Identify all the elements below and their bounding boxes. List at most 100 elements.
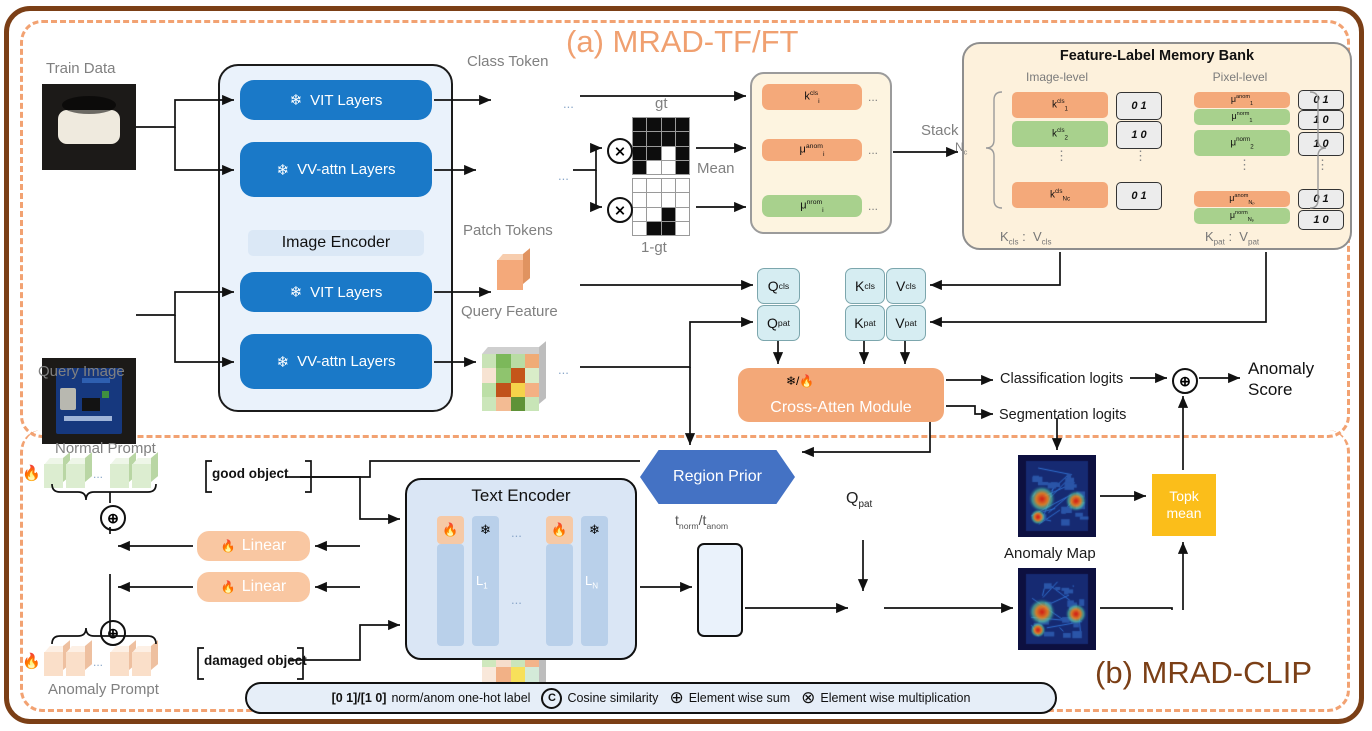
legend-item-2: ⊕ Element wise sum: [669, 688, 790, 708]
normal-prompt-label: Normal Prompt: [55, 440, 156, 457]
qpat-grid-sub: pat: [858, 499, 872, 510]
title-b: (b) MRAD-CLIP: [1095, 655, 1312, 691]
gt-cell: [676, 147, 689, 160]
mean-label: Mean: [697, 160, 735, 177]
gt-cell: [676, 132, 689, 145]
mb-pix-row-4-sup: norm: [1235, 210, 1248, 216]
gt-cell: [676, 208, 689, 221]
t-norm-anom-label: tnorm/tanom: [675, 512, 728, 531]
mb-img-vdots: ⋮: [1055, 148, 1068, 164]
legend-bar: [0 1]/[1 0] norm/anom one-hot label C Co…: [245, 682, 1057, 714]
linear-anomaly: 🔥 Linear: [197, 572, 310, 602]
patch-cell: [496, 368, 510, 382]
k-pat-sub: pat: [864, 318, 876, 328]
mb-pix-row-2-key: μnorm2: [1194, 130, 1290, 156]
image-encoder-label: Image Encoder: [248, 230, 424, 256]
normal-prompt-ellipsis: ...: [93, 467, 103, 481]
legend-item-3: ⊗ Element wise multiplication: [801, 688, 970, 708]
q-pat-sub: pat: [778, 318, 790, 328]
anomaly-score-label: Anomaly Score: [1248, 358, 1314, 401]
patch-cell: [496, 383, 510, 397]
gt-cell: [647, 147, 660, 160]
mean-ell-2: ...: [868, 143, 878, 157]
gt-cell: [662, 208, 675, 221]
mb-img-row-1-key: kcls2: [1012, 121, 1108, 147]
query-patch-ellipsis: ...: [558, 362, 569, 377]
patch-cell: [511, 667, 525, 681]
class-token-cube: [497, 254, 533, 294]
anomaly-heatmap-bottom: [1018, 568, 1096, 650]
mb-img-row-0-value: 0 1: [1116, 92, 1162, 120]
multiply-op-top: ⨯: [607, 138, 633, 164]
vv-attn-layers-2-label: VV-attn Layers: [297, 353, 395, 370]
q-pat-grid-label: Qpat: [846, 490, 872, 510]
patch-cell: [482, 397, 496, 411]
patch-cell: [525, 368, 539, 382]
mb-pix-row-3-sub: Nₚ: [1248, 199, 1254, 205]
mb-pix-vdots-2: ⋮: [1316, 157, 1329, 173]
cross-atten-module: Cross-Atten Module: [738, 368, 944, 422]
legend-symbol-1: C: [541, 688, 562, 709]
cross-atten-icons: ❄/🔥: [786, 374, 814, 388]
patch-cell: [482, 383, 496, 397]
mb-img-row-2-value: 0 1: [1116, 182, 1162, 210]
v-cls-sub: cls: [905, 281, 916, 291]
vv-attn-layers-1-label: VV-attn Layers: [297, 161, 395, 178]
good-object-text: good object: [212, 466, 289, 481]
patch-cell: [525, 667, 539, 681]
gt-cell: [633, 222, 646, 235]
v-cls-box: Vcls: [886, 268, 926, 304]
prompt-token-cube: [66, 646, 92, 680]
text-encoder-ellipsis-top: ...: [511, 525, 522, 540]
fire-icon-anomaly: 🔥: [22, 652, 41, 670]
gt-cell: [676, 118, 689, 131]
mb-pix-row-0-sub: 1: [1250, 100, 1253, 106]
gt-cell: [633, 118, 646, 131]
k-pat-box: Kpat: [845, 305, 885, 341]
kcls-vcls-footer: Kcls : Vcls: [1000, 229, 1051, 247]
mb-pix-row-3-sup: anom: [1234, 193, 1248, 199]
gt-cell: [662, 222, 675, 235]
linear-normal: 🔥 Linear: [197, 531, 310, 561]
damaged-object-text: damaged object: [204, 653, 307, 668]
mean-row-anom-sub: i: [823, 150, 825, 157]
mb-img-row-2-key: kclsNᴄ: [1012, 182, 1108, 208]
patch-cube-side: [539, 341, 546, 404]
mb-pix-row-2-value: 1 0: [1298, 132, 1344, 156]
gt-mask-grid: [632, 117, 690, 175]
sum-op-anomaly-score: ⊕: [1172, 368, 1198, 394]
patch-cell: [496, 667, 510, 681]
text-encoder-head-1-fire-icon: 🔥: [437, 516, 464, 544]
anomaly-heatmap-canvas: [1018, 568, 1096, 650]
gt-cell: [662, 132, 675, 145]
k-cls-sub: cls: [864, 281, 875, 291]
vv-attn-layers-1: ❄ VV-attn Layers: [240, 142, 432, 197]
patch-tokens-label: Patch Tokens: [463, 222, 553, 239]
mb-img-row-1-sup: cls: [1057, 127, 1065, 134]
mb-img-row-2-sub: Nᴄ: [1063, 195, 1071, 202]
gt-cell: [633, 132, 646, 145]
gt-cell: [633, 147, 646, 160]
mean-row-mu-anom: μanomi: [762, 139, 862, 161]
kpat-vpat-footer: Kpat : Vpat: [1205, 229, 1259, 247]
patch-tokens-ellipsis: ...: [558, 168, 569, 183]
inv-gt-label: 1-gt: [641, 239, 667, 256]
patch-cell: [496, 397, 510, 411]
mb-img-row-0-key: kcls1: [1012, 92, 1108, 118]
gt-cell: [662, 147, 675, 160]
mean-row-kcls-sup: cls: [810, 90, 818, 97]
mb-pix-row-4-sub: Nₚ: [1248, 216, 1254, 222]
patch-cube-face: [482, 354, 539, 411]
region-prior-box: Region Prior: [640, 450, 795, 504]
mb-pix-row-2-sub: 2: [1250, 143, 1253, 150]
memory-bank-title: Feature-Label Memory Bank: [962, 48, 1352, 64]
gt-cell: [676, 222, 689, 235]
snowflake-icon: ❄: [290, 283, 303, 301]
legend-text-2: Element wise sum: [689, 691, 790, 705]
legend-text-0: norm/anom one-hot label: [391, 691, 530, 705]
text-encoder-head-2-snowflake-icon: ❄: [472, 516, 499, 544]
t-vector-box: [697, 543, 743, 637]
v-pat-sub: pat: [905, 318, 917, 328]
gt-cell: [662, 161, 675, 174]
gt-cell: [647, 179, 660, 192]
